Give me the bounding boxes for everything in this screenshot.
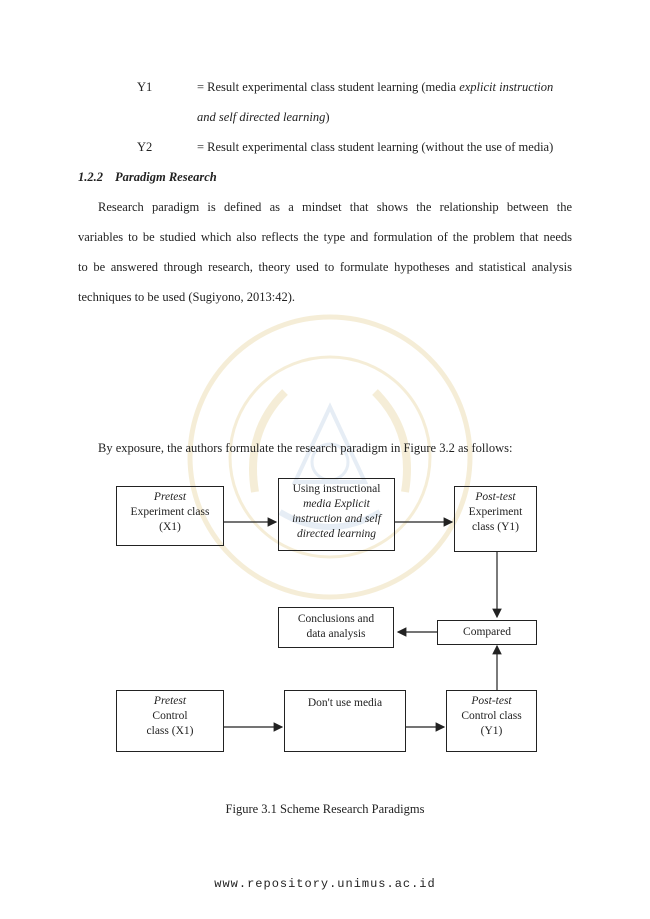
- university-seal-watermark: [187, 314, 473, 600]
- footer-url[interactable]: www.repository.unimus.ac.id: [214, 877, 436, 891]
- compared-box: Compared: [437, 620, 537, 645]
- def-text-y1-line2: and self directed learning): [197, 110, 330, 124]
- conclusions-box: Conclusions and data analysis: [278, 607, 394, 648]
- paragraph-line-2: variables to be studied which also refle…: [78, 230, 572, 244]
- pretest-experiment-box: Pretest Experiment class (X1): [116, 486, 224, 546]
- def-text-y1-line1: = Result experimental class student lear…: [197, 80, 554, 94]
- posttest-control-box: Post-test Control class (Y1): [446, 690, 537, 752]
- def-symbol-y1: Y1: [137, 80, 153, 94]
- treatment-box: Using instructional media Explicit instr…: [278, 478, 395, 551]
- posttest-experiment-box: Post-test Experiment class (Y1): [454, 486, 537, 552]
- def-text-y2: = Result experimental class student lear…: [197, 140, 554, 154]
- no-media-box: Don't use media: [284, 690, 406, 752]
- paragraph-line-1: Research paradigm is defined as a mindse…: [98, 200, 572, 214]
- paragraph-line-4: techniques to be used (Sugiyono, 2013:42…: [78, 290, 295, 304]
- pretest-control-box: Pretest Control class (X1): [116, 690, 224, 752]
- figure-caption: Figure 3.1 Scheme Research Paradigms: [225, 802, 425, 816]
- def-symbol-y2: Y2: [137, 140, 153, 154]
- intro-text: By exposure, the authors formulate the r…: [98, 441, 513, 455]
- paragraph-line-3: to be answered through research, theory …: [78, 260, 572, 274]
